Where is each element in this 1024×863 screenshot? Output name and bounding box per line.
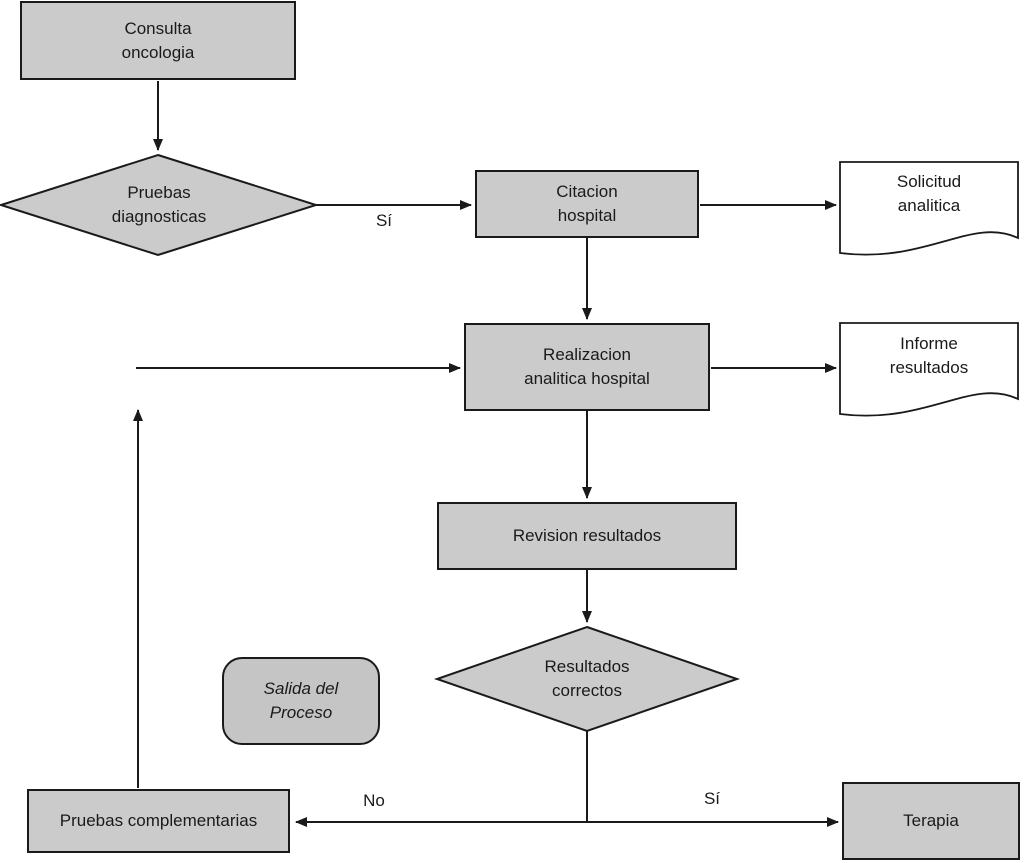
document-informe-resultados-shape	[839, 322, 1019, 417]
node-terapia-label: Terapia	[903, 811, 959, 830]
node-pruebas-complementarias: Pruebas complementarias	[27, 789, 290, 853]
node-revision-resultados: Revision resultados	[437, 502, 737, 570]
edge-label-si-correctos: Sí	[703, 789, 721, 808]
document-solicitud-analitica-shape	[839, 161, 1019, 256]
node-realizacion-analitica-label: Realizacion analitica hospital	[524, 345, 650, 388]
node-citacion-hospital: Citacion hospital	[475, 170, 699, 238]
node-pruebas-complementarias-label: Pruebas complementarias	[59, 811, 258, 830]
decision-pruebas-diagnosticas-shape	[0, 153, 320, 257]
node-realizacion-analitica: Realizacion analitica hospital	[464, 323, 710, 411]
node-salida-del-proceso-label: Salida del Proceso	[263, 679, 339, 722]
edge-label-no-correctos: No	[363, 791, 385, 810]
edge-label-si-diagnosticas: Sí	[375, 211, 393, 230]
node-revision-resultados-label: Revision resultados	[512, 526, 662, 545]
node-citacion-hospital-label: Citacion hospital	[556, 182, 618, 225]
node-consulta-oncologia-label: Consulta oncologia	[121, 18, 195, 62]
node-salida-del-proceso: Salida del Proceso	[222, 657, 380, 745]
node-terapia: Terapia	[842, 782, 1020, 860]
decision-resultados-correctos-shape	[433, 625, 741, 733]
node-consulta-oncologia: Consulta oncologia	[20, 1, 296, 80]
